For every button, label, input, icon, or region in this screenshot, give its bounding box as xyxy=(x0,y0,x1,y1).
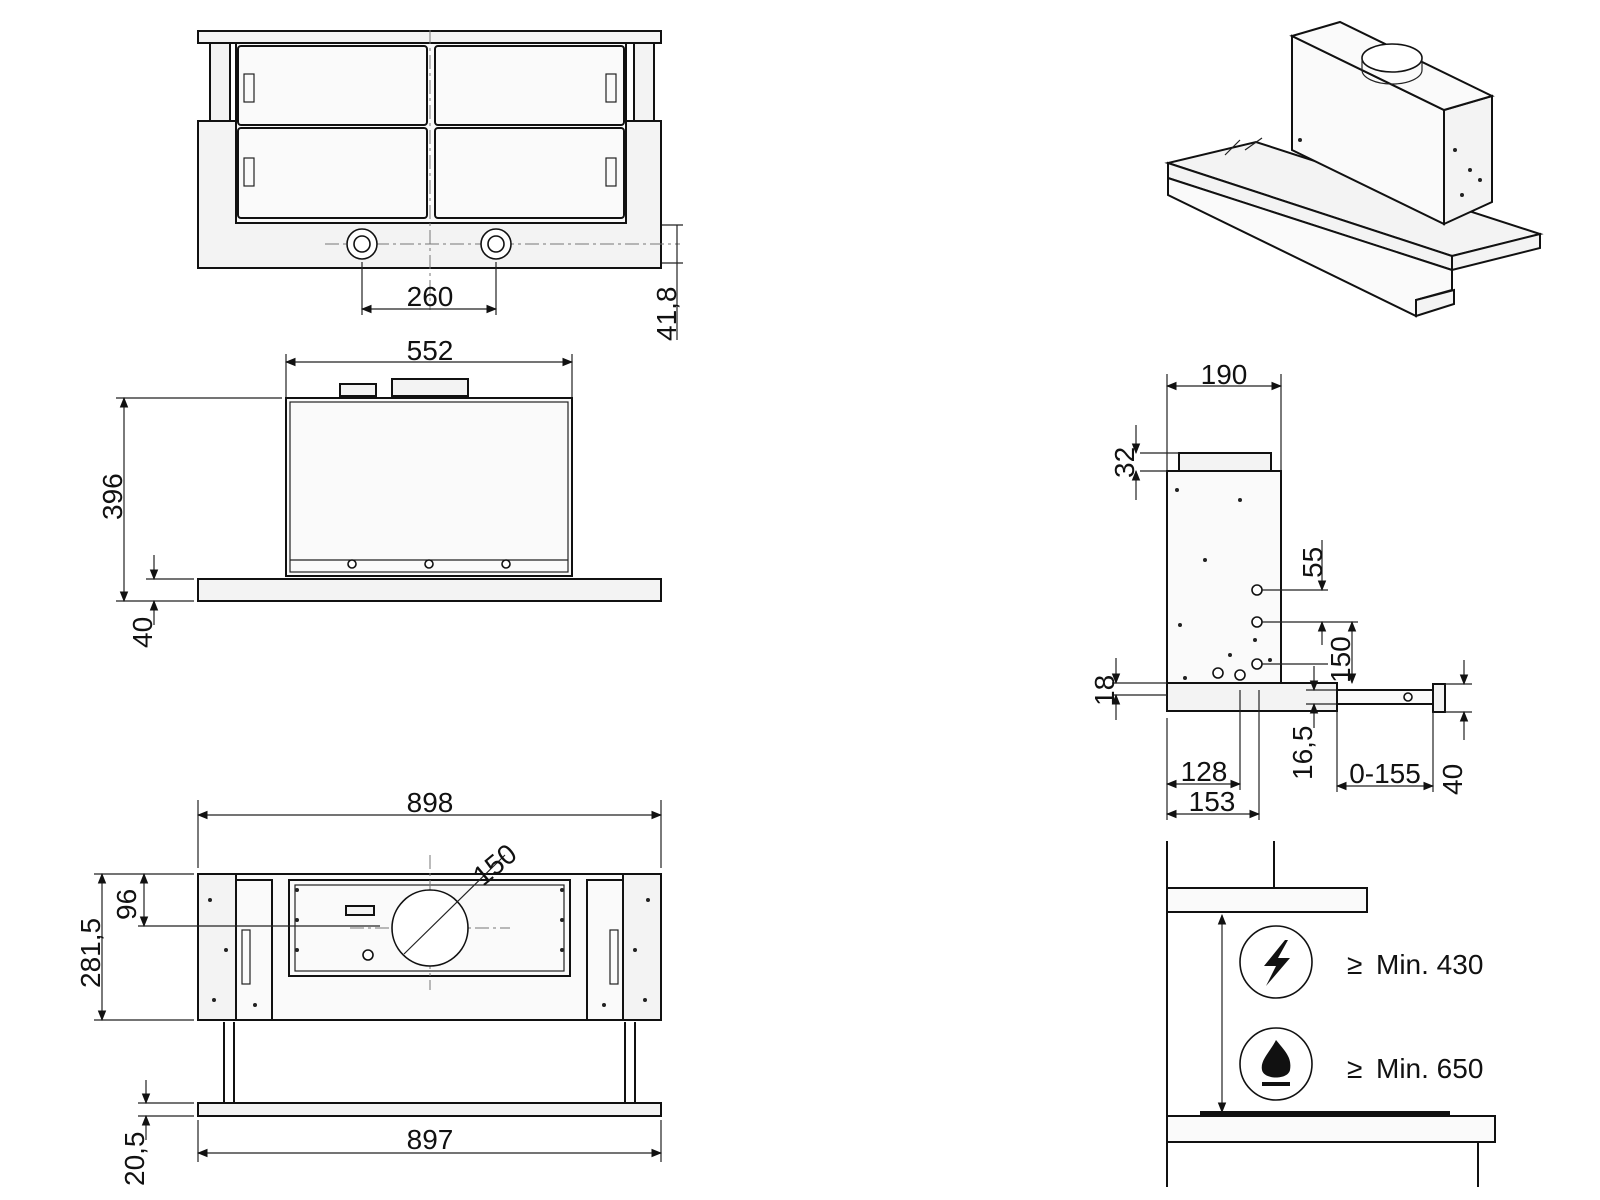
dim-front-width: 552 xyxy=(407,335,454,366)
front-view: 552 396 40 xyxy=(97,335,662,648)
grease-filter xyxy=(434,127,625,219)
dim-offset-16-5: 16,5 xyxy=(1287,726,1318,781)
gas-min-label: Min. 650 xyxy=(1376,1053,1483,1084)
side-view: 190 32 55 150 18 xyxy=(1089,359,1472,820)
dim-offset-b: 150 xyxy=(1325,636,1356,683)
dim-front-width-bottom: 897 xyxy=(407,1124,454,1155)
dim-bottom-18: 18 xyxy=(1089,675,1120,706)
grease-filter xyxy=(237,45,428,126)
mounting-hole xyxy=(346,228,378,260)
mounting-hole xyxy=(480,228,512,260)
dim-front-height: 396 xyxy=(97,473,128,520)
dim-depth-153: 153 xyxy=(1189,786,1236,817)
plan-view: 898 150 281,5 96 xyxy=(75,787,663,1187)
gas-geq-symbol: ≥ xyxy=(1347,1053,1362,1084)
dim-hole-spacing: 260 xyxy=(407,281,454,312)
lightning-bolt-icon xyxy=(1264,940,1290,986)
dim-depth: 281,5 xyxy=(75,918,106,988)
dim-edge-offset: 41,8 xyxy=(651,287,682,342)
installation-diagram: ≥ Min. 430 ≥ Min. 650 xyxy=(1166,841,1496,1187)
grease-filter xyxy=(237,127,428,219)
underside-view: 260 41,8 xyxy=(197,30,683,342)
dim-front-height-side: 40 xyxy=(1437,764,1468,795)
dim-outer-width: 898 xyxy=(407,787,454,818)
grease-filter xyxy=(434,45,625,126)
isometric-view xyxy=(1164,20,1544,318)
dim-front-thickness: 20,5 xyxy=(119,1132,150,1187)
electric-min-label: Min. 430 xyxy=(1376,949,1483,980)
gas-clearance: ≥ Min. 650 xyxy=(1239,1027,1483,1101)
gas-flame-icon xyxy=(1261,1040,1291,1086)
electric-clearance: ≥ Min. 430 xyxy=(1239,925,1483,999)
dim-outlet-offset: 96 xyxy=(111,889,142,920)
dim-offset-a: 55 xyxy=(1297,547,1328,578)
dim-collar-height: 32 xyxy=(1109,447,1140,478)
dim-slider-height: 40 xyxy=(127,617,158,648)
dim-depth-128: 128 xyxy=(1181,756,1228,787)
electric-geq-symbol: ≥ xyxy=(1347,949,1362,980)
dim-extension: 0-155 xyxy=(1349,758,1421,789)
dim-side-depth: 190 xyxy=(1201,359,1248,390)
